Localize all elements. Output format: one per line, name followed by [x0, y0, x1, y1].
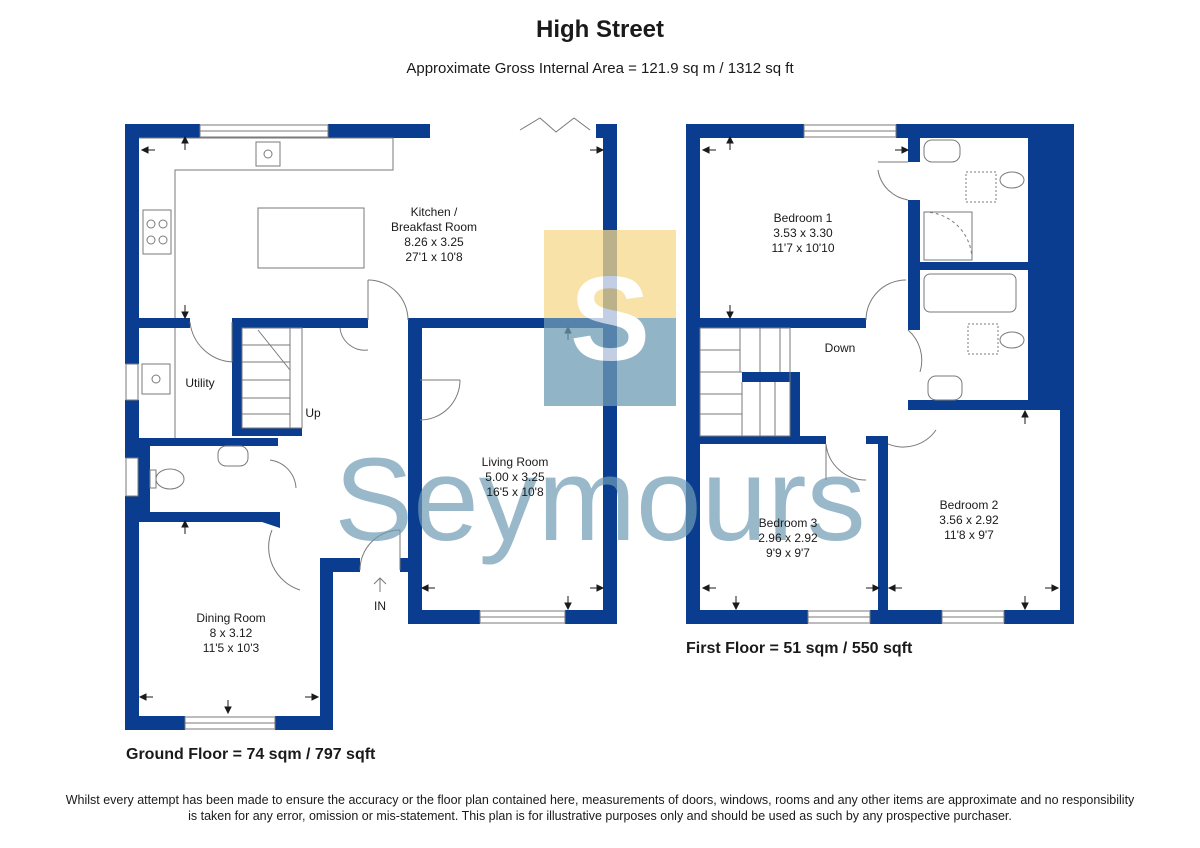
dining-metric: 8 x 3.12 [210, 626, 253, 640]
gross-area-subtitle: Approximate Gross Internal Area = 121.9 … [406, 60, 794, 77]
ground-floor-fittings [125, 117, 591, 730]
bedroom3-name: Bedroom 3 [759, 516, 818, 530]
kitchen-metric: 8.26 x 3.25 [404, 235, 464, 249]
watermark-logo: S [544, 230, 676, 406]
bedroom3-imperial: 9'9 x 9'7 [766, 546, 810, 560]
bedroom2-metric: 3.56 x 2.92 [939, 513, 999, 527]
ground-room-labels: Kitchen / Breakfast Room 8.26 x 3.25 27'… [185, 205, 548, 655]
entrance-arrow-icon [373, 577, 387, 592]
watermark-text: Seymours [334, 434, 865, 566]
bedroom1-imperial: 11'7 x 10'10 [771, 241, 834, 255]
stairs-up-label: Up [305, 406, 321, 420]
bedroom2-imperial: 11'8 x 9'7 [944, 528, 994, 542]
ground-floor-area-label: Ground Floor = 74 sqm / 797 sqft [126, 746, 376, 763]
first-dimension-arrows [701, 135, 1060, 611]
page-title: High Street [535, 16, 664, 43]
dining-name: Dining Room [196, 611, 265, 625]
dining-imperial: 11'5 x 10'3 [203, 641, 260, 655]
watermark-letter: S [570, 252, 650, 386]
utility-name: Utility [185, 376, 214, 390]
bedroom2-name: Bedroom 2 [940, 498, 999, 512]
ground-dimension-arrows [138, 135, 605, 715]
first-floor-plan [686, 124, 1074, 624]
kitchen-name-line2: Breakfast Room [391, 220, 477, 234]
living-name: Living Room [482, 455, 549, 469]
entrance-label: IN [374, 599, 386, 613]
bedroom1-metric: 3.53 x 3.30 [773, 226, 833, 240]
first-room-labels: Bedroom 1 3.53 x 3.30 11'7 x 10'10 Bedro… [758, 211, 999, 560]
disclaimer-text: Whilst every attempt has been made to en… [65, 793, 1135, 823]
bedroom1-name: Bedroom 1 [774, 211, 833, 225]
living-imperial: 16'5 x 10'8 [486, 485, 544, 499]
living-metric: 5.00 x 3.25 [485, 470, 545, 484]
bedroom3-metric: 2.96 x 2.92 [758, 531, 818, 545]
first-floor-area-label: First Floor = 51 sqm / 550 sqft [686, 640, 913, 657]
ground-floor-plan [125, 124, 617, 730]
kitchen-name-line1: Kitchen / [411, 205, 458, 219]
stairs-down-label: Down [825, 341, 856, 355]
first-floor-fittings [699, 124, 1025, 624]
kitchen-imperial: 27'1 x 10'8 [405, 250, 463, 264]
